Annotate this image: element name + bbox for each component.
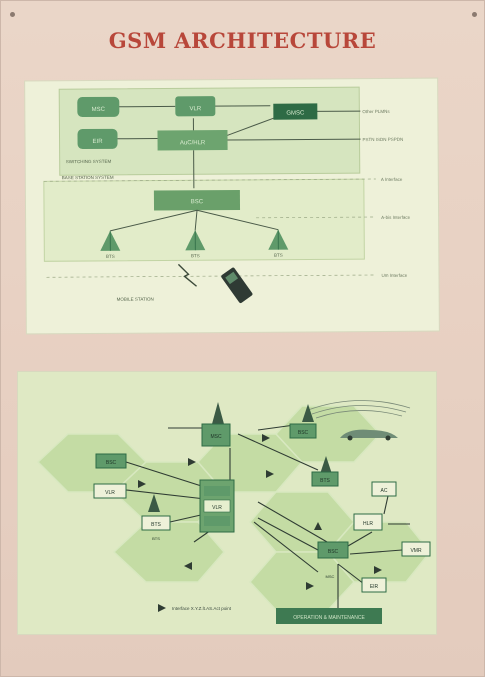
arrow-icon	[138, 434, 382, 590]
eir-label: EIR	[93, 139, 104, 145]
radio-waves-icon	[307, 400, 411, 419]
bsc-node	[95, 453, 127, 469]
um-interface-label: Um Interface	[381, 273, 407, 278]
node-label: BTS	[152, 536, 160, 541]
bts-tower-icon	[268, 229, 289, 250]
network-svg: BSC VLR BTS MSC VLR BSC BTS BSC BTS AC	[36, 400, 431, 624]
node-label: HLR	[363, 521, 373, 527]
bss-panel	[43, 178, 365, 262]
bsc-block	[153, 189, 241, 211]
mobile-phone-icon	[221, 267, 253, 304]
om-label: OPERATION & MAINTENANCE	[293, 615, 365, 621]
node-label: BSC	[106, 460, 117, 466]
hlr-node	[353, 513, 383, 531]
mobile-station-label: MOBILE STATION	[117, 297, 154, 302]
node-label: AC	[381, 488, 388, 494]
bsc-node	[289, 423, 317, 439]
other-plmns-label: Other PLMNs	[362, 109, 390, 114]
om-block	[276, 608, 382, 624]
radio-link-icon	[177, 263, 198, 287]
eir-block	[77, 128, 118, 150]
node-label: MSC	[326, 574, 335, 579]
bts-tower-icon	[148, 494, 160, 512]
a-interface-label: A Interface	[381, 177, 403, 182]
node-label: EIR	[370, 584, 379, 590]
vlr-label: VLR	[189, 106, 201, 112]
bts-tower-icon	[302, 404, 314, 422]
pin-icon	[472, 12, 477, 17]
node-label: BTS	[320, 478, 330, 484]
node-label: VLR	[212, 505, 222, 511]
node-label: VLR	[105, 490, 115, 496]
node-label: BSC	[298, 430, 309, 436]
auc-hlr-block	[157, 130, 228, 151]
gsm-architecture-diagram: MSC VLR GMSC EIR AuC/HLR Other PLMNs PST…	[25, 78, 439, 334]
msc-label: MSC	[92, 107, 106, 113]
node-label: VMR	[410, 548, 422, 554]
architecture-svg: MSC VLR GMSC EIR AuC/HLR Other PLMNs PST…	[43, 86, 411, 304]
node-label: MSC	[210, 434, 222, 440]
bss-label: BASE STATION SYSTEM	[62, 175, 114, 180]
legend-caption: Interface X.Y.Z.lt.AS.Act point	[172, 606, 232, 611]
bts-label: BTS	[106, 254, 115, 259]
pstn-label: PSTN ISDN PSPDN	[363, 137, 404, 142]
bts-label: BTS	[274, 253, 283, 258]
switching-system-label: SWITCHING SYSTEM	[66, 159, 112, 164]
msc-block	[77, 96, 120, 118]
car-icon	[340, 429, 398, 441]
gmsc-block	[273, 103, 318, 120]
pin-icon	[10, 12, 15, 17]
bts-node	[311, 471, 339, 487]
node-label: BTS	[151, 522, 161, 528]
vlr-block	[175, 96, 216, 117]
bts-tower-icon	[212, 402, 224, 424]
bts-label: BTS	[191, 253, 200, 258]
gsm-network-diagram: BSC VLR BTS MSC VLR BSC BTS BSC BTS AC	[18, 372, 436, 634]
eir-node	[361, 577, 387, 593]
bts-tower-icon	[320, 456, 332, 474]
node-label: BSC	[328, 549, 339, 555]
bts-tower-icon	[100, 230, 121, 251]
bsc-label: BSC	[191, 199, 204, 205]
ac-node	[371, 481, 397, 497]
poster-title: GSM ARCHITECTURE	[108, 28, 377, 53]
legend-arrow-icon	[158, 604, 166, 612]
auc-hlr-label: AuC/HLR	[180, 140, 206, 146]
msc-node	[201, 423, 231, 447]
vmr-node	[401, 541, 431, 557]
bts-node	[141, 515, 171, 531]
bsc-node	[317, 541, 349, 559]
abis-interface-label: A-bis Interface	[381, 215, 411, 220]
gmsc-label: GMSC	[286, 110, 305, 116]
bts-tower-icon	[185, 230, 206, 251]
vlr-node	[93, 483, 127, 499]
